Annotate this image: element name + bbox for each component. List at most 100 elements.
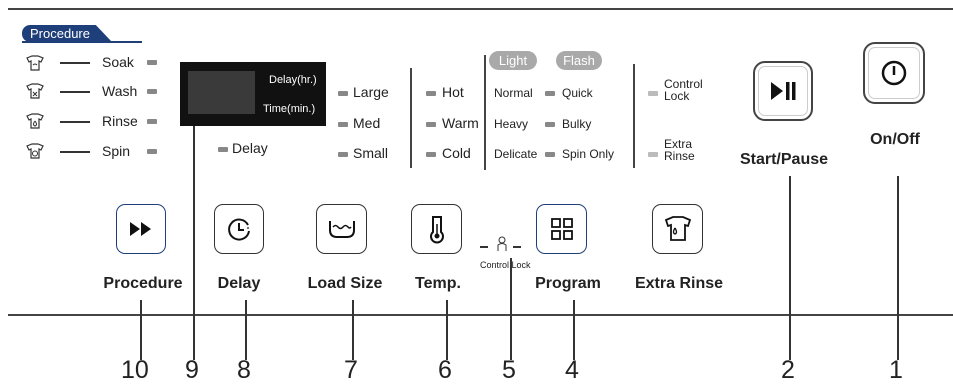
- program-normal: Normal: [494, 86, 533, 100]
- procedure-item-soak: Soak: [102, 54, 134, 70]
- time-min-label: Time(min.): [263, 103, 316, 115]
- callout-4: 4: [565, 356, 579, 384]
- procedure-button-label: Procedure: [103, 275, 183, 292]
- power-button[interactable]: [863, 42, 925, 104]
- program-bulky: Bulky: [562, 117, 592, 131]
- fast-forward-icon: [130, 222, 151, 236]
- callout-line-6: [446, 300, 448, 360]
- start-pause-button[interactable]: [753, 61, 813, 121]
- digit-screen: [188, 71, 255, 114]
- temp-hot: Hot: [442, 84, 464, 100]
- shirt-drop-icon: [664, 216, 691, 241]
- temp-button[interactable]: [411, 204, 462, 254]
- callout-10: 10: [121, 356, 149, 384]
- procedure-item-rinse: Rinse: [102, 113, 138, 129]
- load-med: Med: [353, 115, 381, 131]
- callout-5: 5: [502, 356, 516, 384]
- program-heavy: Heavy: [494, 117, 529, 131]
- start-pause-label: Start/Pause: [739, 151, 829, 168]
- program-button-label: Program: [535, 275, 601, 292]
- callout-line-1: [897, 176, 899, 360]
- extra-rinse-button[interactable]: [652, 204, 703, 254]
- procedure-dash: [60, 151, 90, 153]
- callout-6: 6: [438, 356, 452, 384]
- load-led: [338, 122, 348, 127]
- procedure-tag-underline: [22, 41, 142, 43]
- power-icon: [881, 60, 907, 86]
- lock-hint-dash: [480, 246, 488, 248]
- program-button[interactable]: [536, 204, 587, 254]
- child-lock-icon: [497, 236, 507, 251]
- delay-button-label: Delay: [217, 275, 261, 292]
- temp-cold: Cold: [442, 145, 471, 161]
- soak-icon: [26, 55, 44, 71]
- flash-badge: Flash: [556, 51, 602, 70]
- divider: [484, 55, 486, 170]
- delay-indicator-label: Delay: [232, 140, 268, 156]
- callout-line-5: [510, 258, 512, 360]
- clock-icon: [228, 218, 250, 241]
- program-led: [545, 122, 555, 127]
- extra-rinse-button-label: Extra Rinse: [634, 275, 724, 292]
- callout-1: 1: [889, 356, 903, 384]
- delay-led: [218, 147, 228, 152]
- play-pause-icon: [771, 82, 796, 100]
- delay-hr-label: Delay(hr.): [269, 74, 317, 86]
- tub-icon: [328, 221, 355, 238]
- load-led: [338, 152, 348, 157]
- callout-7: 7: [344, 356, 358, 384]
- procedure-dash: [60, 62, 90, 64]
- program-delicate: Delicate: [494, 147, 538, 161]
- time-display: Delay(hr.) Time(min.): [180, 62, 326, 126]
- temp-led: [426, 91, 436, 96]
- control-lock-led: [648, 91, 658, 96]
- temp-button-label: Temp.: [415, 275, 461, 292]
- procedure-item-spin: Spin: [102, 143, 131, 159]
- load-large: Large: [353, 84, 389, 100]
- soak-led: [147, 60, 157, 65]
- procedure-tag: Procedure: [22, 25, 112, 42]
- program-spin-only: Spin Only: [562, 147, 615, 161]
- light-badge: Light: [489, 51, 537, 70]
- extra-rinse-led: [648, 152, 658, 157]
- divider: [633, 64, 635, 168]
- temp-led: [426, 122, 436, 127]
- procedure-button[interactable]: [116, 204, 166, 254]
- load-small: Small: [353, 145, 389, 161]
- delay-button[interactable]: [214, 204, 264, 254]
- procedure-dash: [60, 121, 90, 123]
- load-size-button[interactable]: [316, 204, 367, 254]
- wash-icon: [26, 83, 44, 99]
- callout-8: 8: [237, 356, 251, 384]
- callout-line-2: [789, 176, 791, 360]
- temp-warm: Warm: [442, 115, 479, 131]
- spin-led: [147, 149, 157, 154]
- program-led: [545, 91, 555, 96]
- divider: [410, 68, 412, 168]
- procedure-dash: [60, 91, 90, 93]
- load-size-button-label: Load Size: [307, 275, 383, 292]
- control-panel: [8, 8, 953, 316]
- rinse-led: [147, 119, 157, 124]
- control-lock-hint: Control Lock: [480, 260, 531, 270]
- callout-2: 2: [781, 356, 795, 384]
- program-led: [545, 152, 555, 157]
- control-lock-indicator: Control Lock: [664, 77, 703, 103]
- procedure-item-wash: Wash: [102, 83, 138, 99]
- grid-icon: [550, 218, 573, 240]
- callout-line-8: [245, 300, 247, 360]
- extra-rinse-indicator: Extra Rinse: [664, 137, 695, 163]
- load-led: [338, 91, 348, 96]
- lock-hint-dash: [513, 246, 521, 248]
- callout-line-4: [573, 300, 575, 360]
- callout-line-9: [193, 126, 195, 360]
- spin-icon: [26, 143, 44, 159]
- callout-line-7: [352, 300, 354, 360]
- callout-9: 9: [185, 356, 199, 384]
- wash-led: [147, 89, 157, 94]
- callout-line-10: [140, 300, 142, 360]
- thermometer-icon: [429, 216, 444, 244]
- rinse-icon: [26, 113, 44, 129]
- on-off-label: On/Off: [870, 131, 920, 148]
- temp-led: [426, 152, 436, 157]
